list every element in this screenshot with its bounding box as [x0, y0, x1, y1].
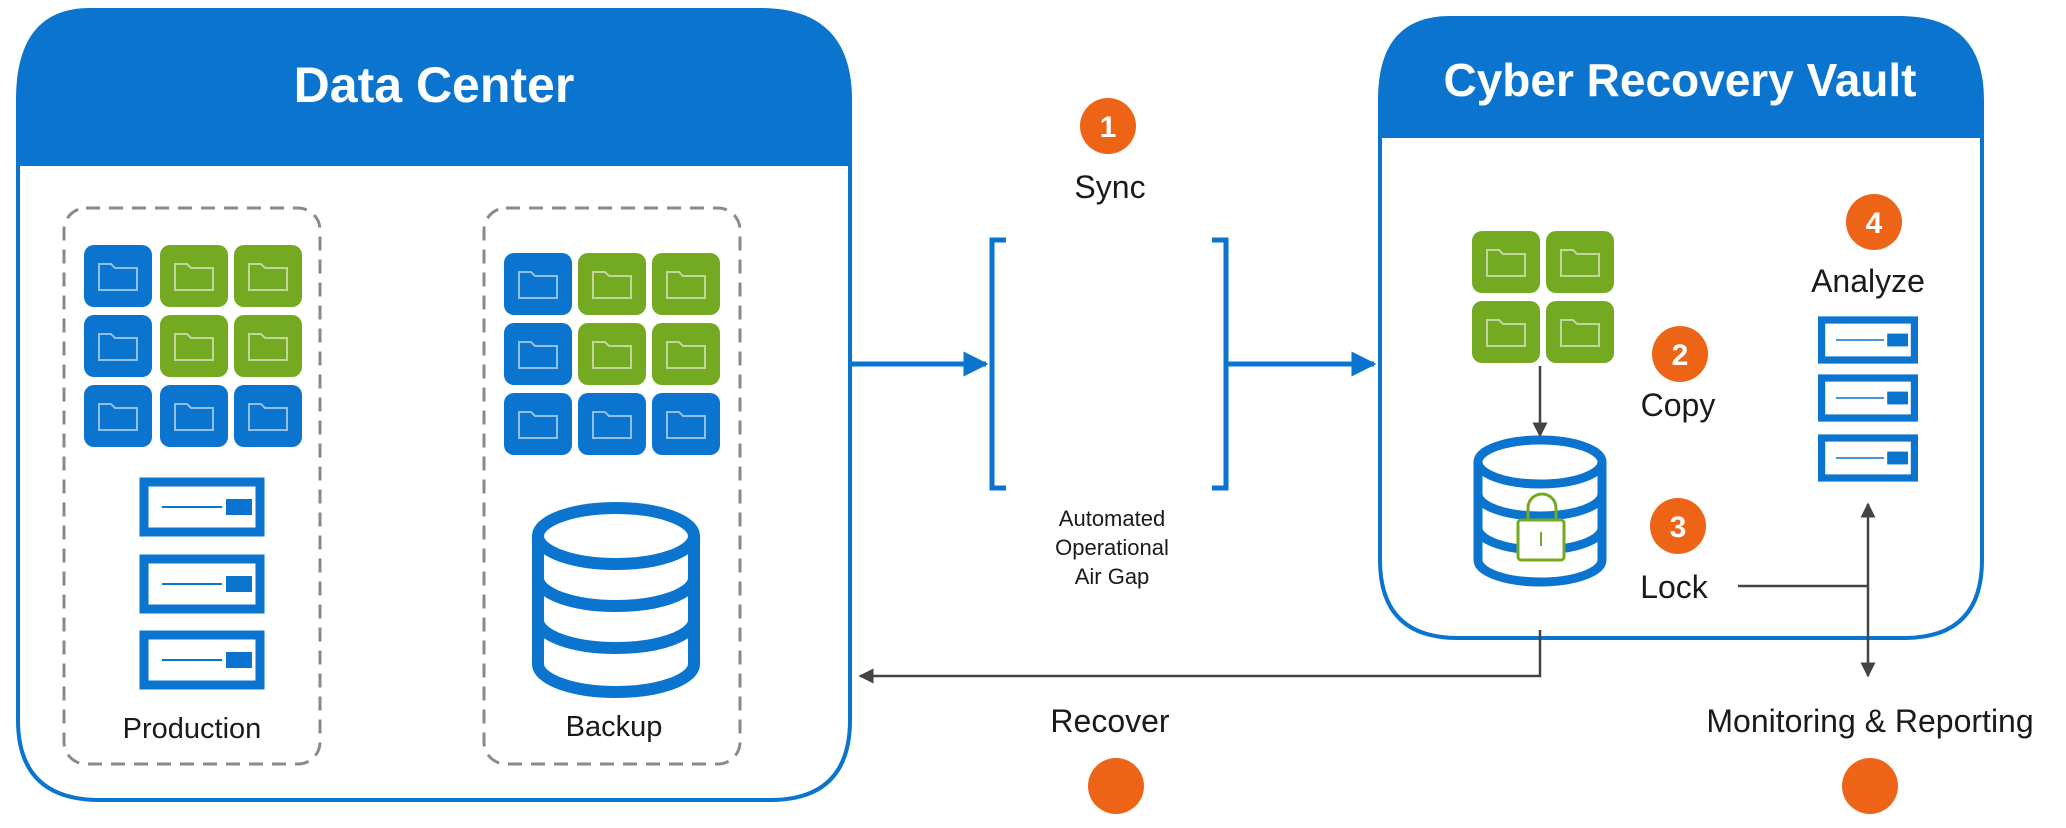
- backup-group: Backup: [482, 206, 742, 766]
- analyze-server-icon: [1822, 320, 1915, 478]
- folder-icon: [652, 393, 720, 455]
- sync-step: 1 Sync: [1074, 98, 1146, 205]
- air-gap-label: Automated Operational Air Gap: [1055, 506, 1169, 589]
- recover-label: Recover: [1050, 703, 1170, 739]
- folder-icon: [84, 385, 152, 447]
- vault-database-icon: [1473, 435, 1607, 587]
- folder-icon: [1546, 301, 1614, 363]
- folder-icon: [504, 393, 572, 455]
- vault-panel: Cyber Recovery Vault 2: [1378, 16, 1984, 640]
- backup-database-icon: [532, 502, 700, 698]
- copy-label: Copy: [1641, 387, 1716, 423]
- monitoring-label: Monitoring & Reporting: [1706, 703, 2033, 739]
- folder-icon: [504, 323, 572, 385]
- folder-icon: [504, 253, 572, 315]
- folder-icon: [652, 323, 720, 385]
- folder-icon: [234, 245, 302, 307]
- folder-icon: [160, 245, 228, 307]
- production-server-icon: [144, 482, 260, 685]
- lock-icon: [1516, 492, 1566, 562]
- sync-label: Sync: [1074, 169, 1145, 205]
- production-group: Production: [62, 206, 322, 766]
- recover-badge: [1088, 758, 1144, 814]
- air-gap-line-2: Operational: [1055, 535, 1169, 560]
- vault-title: Cyber Recovery Vault: [1443, 54, 1916, 106]
- folder-icon: [578, 393, 646, 455]
- folder-icon: [1472, 301, 1540, 363]
- production-folders: [84, 245, 302, 447]
- folder-icon: [160, 315, 228, 377]
- step-badge: [1650, 498, 1706, 554]
- monitoring-badge: [1842, 758, 1898, 814]
- step-number: 3: [1670, 511, 1687, 544]
- step-badge: [1846, 194, 1902, 250]
- folder-icon: [578, 323, 646, 385]
- production-label: Production: [123, 713, 262, 745]
- analyze-label: Analyze: [1811, 263, 1925, 299]
- step-number: 4: [1866, 207, 1883, 240]
- monitoring-step: Monitoring & Reporting: [1706, 703, 2034, 814]
- folder-icon: [84, 315, 152, 377]
- air-gap-bracket: [989, 237, 1229, 491]
- folder-icon: [1546, 231, 1614, 293]
- backup-folders: [504, 253, 720, 455]
- folder-icon: [578, 253, 646, 315]
- step-badge: [1652, 326, 1708, 382]
- folder-icon: [234, 385, 302, 447]
- folder-icon: [1472, 231, 1540, 293]
- step-badge: [1080, 98, 1136, 154]
- folder-icon: [652, 253, 720, 315]
- folder-icon: [84, 245, 152, 307]
- recover-step: Recover: [1050, 703, 1170, 814]
- folder-icon: [160, 385, 228, 447]
- air-gap-line-3: Air Gap: [1075, 564, 1150, 589]
- data-center-title: Data Center: [294, 57, 575, 113]
- air-gap-line-1: Automated: [1059, 506, 1165, 531]
- step-number: 2: [1672, 339, 1689, 372]
- recover-arrow: [858, 630, 1542, 684]
- backup-label: Backup: [566, 711, 663, 743]
- folder-icon: [234, 315, 302, 377]
- step-number: 1: [1100, 111, 1117, 144]
- data-center-panel: Data Center Production: [16, 8, 852, 802]
- lock-label: Lock: [1640, 569, 1709, 605]
